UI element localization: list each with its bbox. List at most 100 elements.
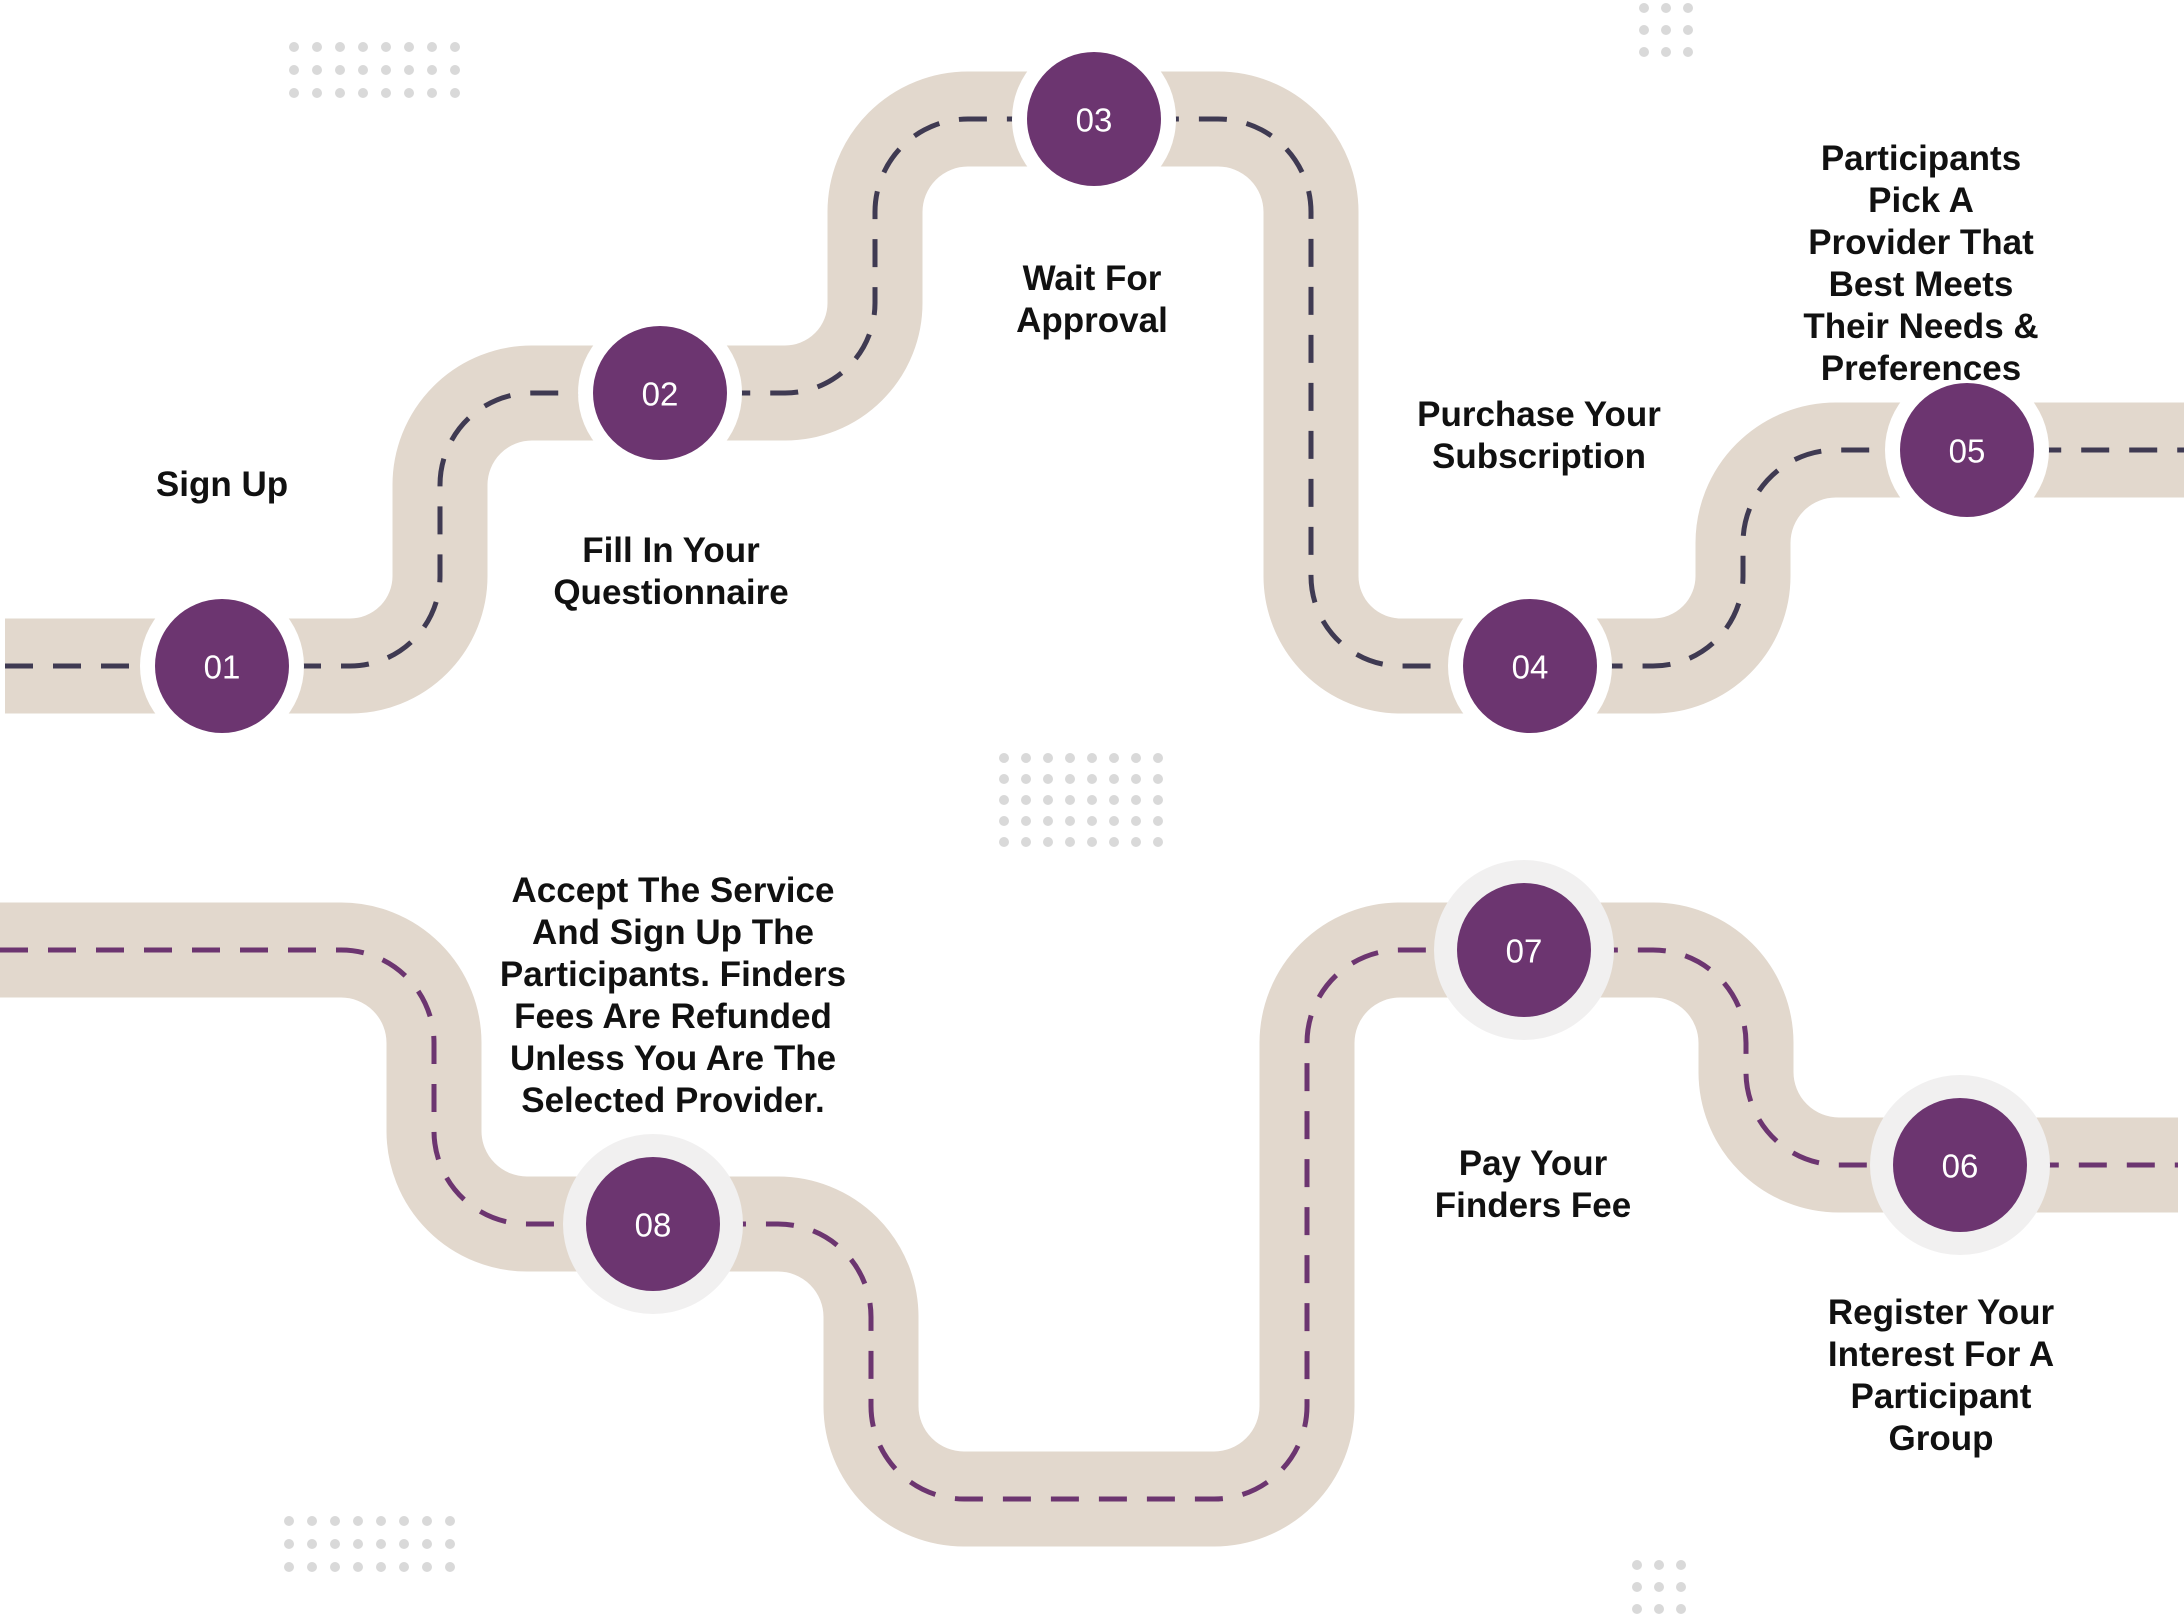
dot bbox=[284, 1539, 294, 1549]
dot bbox=[289, 42, 299, 52]
step-label-01: Sign Up bbox=[155, 465, 289, 504]
dot bbox=[1021, 753, 1031, 763]
dot bbox=[358, 42, 368, 52]
step-badge-08: 08 bbox=[563, 1134, 743, 1314]
badge-circle bbox=[593, 326, 727, 460]
dot bbox=[312, 42, 322, 52]
dot bbox=[1632, 1560, 1642, 1570]
bottom-road-lane bbox=[0, 947, 2178, 1502]
dot bbox=[376, 1516, 386, 1526]
dot bbox=[1043, 837, 1053, 847]
dot bbox=[1021, 774, 1031, 784]
dot bbox=[422, 1539, 432, 1549]
dot bbox=[999, 816, 1009, 826]
dot bbox=[381, 88, 391, 98]
dot bbox=[353, 1539, 363, 1549]
dot bbox=[427, 65, 437, 75]
dot bbox=[422, 1562, 432, 1572]
badge-circle bbox=[1027, 52, 1161, 186]
dot bbox=[427, 88, 437, 98]
dot bbox=[1661, 47, 1671, 57]
dot bbox=[376, 1539, 386, 1549]
dot bbox=[353, 1562, 363, 1572]
badge-number: 02 bbox=[642, 376, 679, 413]
dot bbox=[1043, 795, 1053, 805]
dot bbox=[1639, 47, 1649, 57]
dot bbox=[358, 88, 368, 98]
dot bbox=[1654, 1582, 1664, 1592]
badge-circle bbox=[155, 599, 289, 733]
dot bbox=[1021, 816, 1031, 826]
dot bbox=[1654, 1604, 1664, 1614]
dot bbox=[1109, 753, 1119, 763]
step-label-02: Fill In Your Questionnaire bbox=[553, 531, 789, 612]
dot bbox=[1661, 25, 1671, 35]
dot bbox=[399, 1562, 409, 1572]
dot bbox=[1087, 774, 1097, 784]
dot bbox=[289, 88, 299, 98]
dot bbox=[1153, 753, 1163, 763]
dot bbox=[1153, 795, 1163, 805]
dot bbox=[450, 65, 460, 75]
dot bbox=[1087, 816, 1097, 826]
dot bbox=[450, 42, 460, 52]
step-badge-01: 01 bbox=[140, 584, 304, 748]
dot bbox=[1639, 25, 1649, 35]
dot bbox=[1131, 753, 1141, 763]
dot bbox=[1153, 837, 1163, 847]
step-label-06: Register Your Interest For A Participant… bbox=[1827, 1293, 2055, 1458]
dot bbox=[1087, 837, 1097, 847]
badge-circle bbox=[1893, 1098, 2027, 1232]
step-badge-05: 05 bbox=[1885, 368, 2049, 532]
dot bbox=[330, 1562, 340, 1572]
badge-number: 05 bbox=[1949, 433, 1986, 470]
dot bbox=[1683, 47, 1693, 57]
dot bbox=[289, 65, 299, 75]
dot bbox=[381, 65, 391, 75]
dot bbox=[1683, 25, 1693, 35]
dot bbox=[999, 774, 1009, 784]
badge-circle bbox=[586, 1157, 720, 1291]
badge-number: 07 bbox=[1506, 933, 1543, 970]
badge-number: 03 bbox=[1076, 102, 1113, 139]
dot bbox=[445, 1562, 455, 1572]
step-label-07: Pay Your Finders Fee bbox=[1434, 1144, 1632, 1225]
step-label-03: Wait For Approval bbox=[1016, 259, 1168, 340]
dot bbox=[1153, 816, 1163, 826]
dot bbox=[445, 1539, 455, 1549]
dot-grid-1 bbox=[289, 42, 460, 98]
dot bbox=[1676, 1582, 1686, 1592]
dot bbox=[404, 88, 414, 98]
dot bbox=[1131, 816, 1141, 826]
badge-circle bbox=[1457, 883, 1591, 1017]
dot-grid-4 bbox=[284, 1516, 455, 1572]
dot bbox=[1153, 774, 1163, 784]
bottom-road bbox=[0, 902, 2178, 1547]
dot bbox=[1632, 1604, 1642, 1614]
dot bbox=[312, 88, 322, 98]
dot bbox=[1131, 795, 1141, 805]
badge-number: 06 bbox=[1942, 1148, 1979, 1185]
step-badge-03: 03 bbox=[1012, 37, 1176, 201]
dot bbox=[353, 1516, 363, 1526]
dot bbox=[1639, 3, 1649, 13]
dot bbox=[1661, 3, 1671, 13]
dot bbox=[1087, 795, 1097, 805]
dot bbox=[307, 1562, 317, 1572]
dot bbox=[445, 1516, 455, 1526]
dot bbox=[335, 65, 345, 75]
dot bbox=[1043, 774, 1053, 784]
dot bbox=[1632, 1582, 1642, 1592]
dot bbox=[1676, 1560, 1686, 1570]
step-label-04: Purchase Your Subscription bbox=[1417, 395, 1661, 476]
badge-number: 01 bbox=[204, 649, 241, 686]
dot bbox=[999, 753, 1009, 763]
dot bbox=[999, 795, 1009, 805]
dot bbox=[1043, 816, 1053, 826]
dot bbox=[1654, 1560, 1664, 1570]
step-label-05: Participants Pick A Provider That Best M… bbox=[1803, 139, 2039, 388]
step-label-08: Accept The Service And Sign Up The Parti… bbox=[499, 871, 847, 1120]
dot bbox=[1676, 1604, 1686, 1614]
dot bbox=[381, 42, 391, 52]
dot bbox=[358, 65, 368, 75]
